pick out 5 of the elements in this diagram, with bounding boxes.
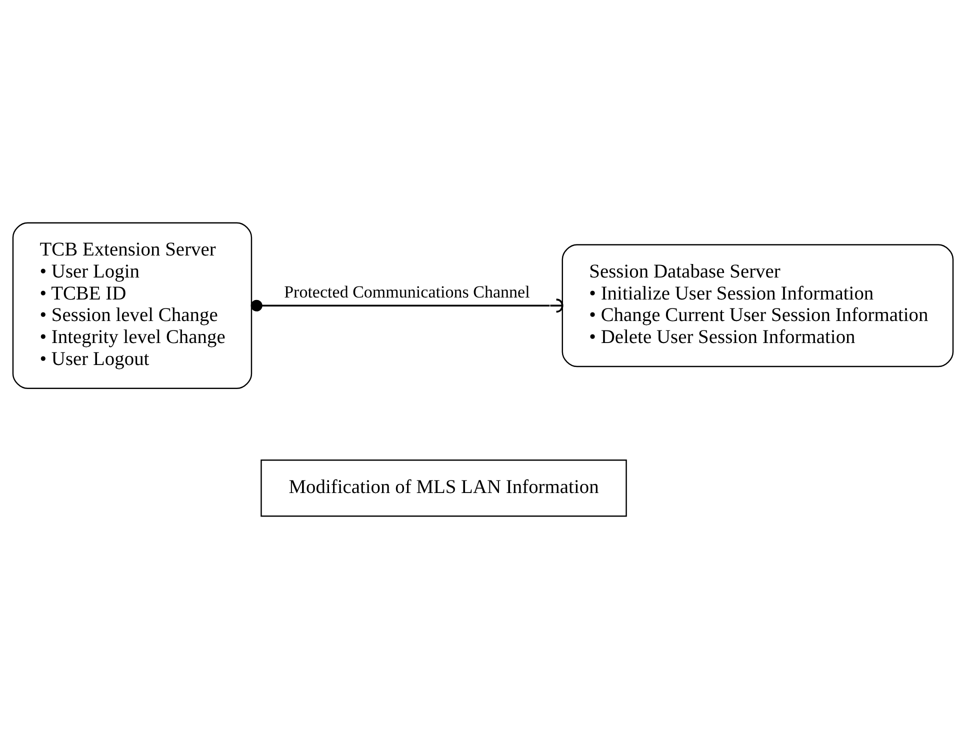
- edge-label: Protected Communications Channel: [284, 282, 530, 302]
- connector: [250, 298, 564, 313]
- node-box: Modification of MLS LAN Information: [260, 460, 627, 517]
- node-box: Session Database Server • Initialize User Session Information • Change Current User Session Information • Delete User Session Information: [562, 244, 954, 368]
- node-box: TCB Extension Server • User Login • TCBE ID • Session level Change • Integrity level Change • User Logout: [12, 222, 252, 389]
